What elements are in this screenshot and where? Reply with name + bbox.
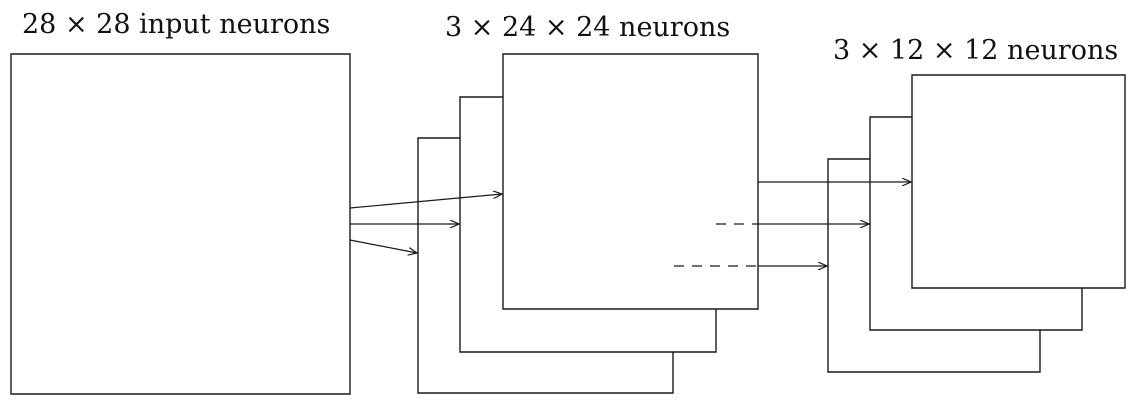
arrow-input-to-conv-3 [350,240,417,253]
pool-map-1 [912,75,1125,288]
pool-layer-label: 3 × 12 × 12 neurons [833,35,1119,66]
input-layer-box [11,54,350,394]
conv-layer-label: 3 × 24 × 24 neurons [445,12,731,43]
arrow-input-to-conv-1 [350,194,502,208]
conv-map-1 [503,54,758,309]
input-layer-label: 28 × 28 input neurons [22,9,331,40]
